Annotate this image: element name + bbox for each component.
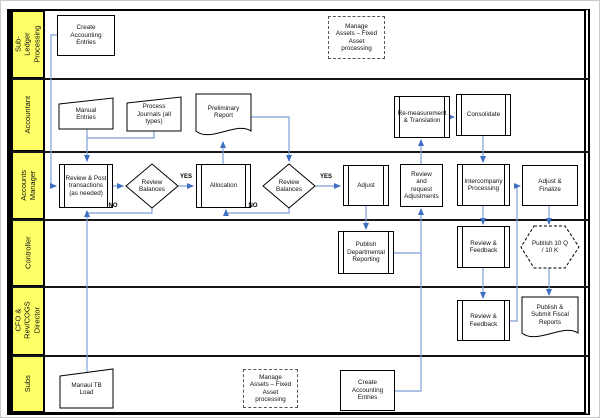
node-label: Publish Departmental Reporting [347, 241, 385, 264]
lane-divider-1 [12, 78, 589, 80]
diagram-frame [7, 9, 590, 415]
node-subledger-create-entries: Create Accounting Entries [57, 15, 115, 56]
node-label: Review & Feedback [469, 239, 498, 254]
lane-label-text: Sub-Ledger Processing [13, 25, 42, 64]
node-publish-departmental-reporting: Publish Departmental Reporting [338, 231, 394, 274]
node-label: Consolidate [466, 111, 501, 119]
lane-label-text: Accounts Manager [18, 169, 38, 201]
node-label: Review & Feedback [469, 313, 498, 328]
node-remeasurement-translation: Re-measurement & Translation [394, 96, 450, 138]
node-label-process-journals: Process Journals (all types) [137, 103, 171, 126]
edge-label-yes-1: YES [179, 174, 192, 180]
lane-divider-2 [12, 151, 589, 153]
node-consolidate: Consolidate [456, 94, 511, 136]
lane-label-accounts-manager: Accounts Manager [12, 151, 44, 219]
node-label-preliminary-report: Preliminary Report [207, 104, 240, 119]
lane-divider-3 [12, 219, 589, 221]
node-label: Review and request Adjustments [404, 170, 439, 200]
node-label: Adjust & Finalize [538, 178, 562, 193]
lane-label-controller: Controller [12, 219, 44, 286]
node-label-manaul-tb-load: Manaul TB Load [71, 381, 102, 396]
lane-divider-5 [12, 355, 589, 357]
lane-label-text: Subs [23, 374, 33, 393]
node-label: Adjust [357, 181, 375, 189]
node-label-publish-fiscal: Publish & Submit Fiscal Reports [531, 303, 569, 326]
node-label: Review & Post transactions (as needed) [65, 174, 107, 197]
node-label: Re-measurement & Translation [397, 109, 447, 124]
lane-label-text: CFO & Rev/COGS Director [13, 301, 42, 340]
lane-label-accountant: Accountant [12, 78, 44, 151]
node-review-feedback-cfo: Review & Feedback [457, 300, 510, 341]
node-allocation: Allocation [196, 164, 251, 208]
edge-label-no-2: NO [248, 203, 258, 209]
lane-label-text: Accountant [23, 95, 33, 134]
node-label: Allocation [209, 182, 238, 190]
edge-label-no-1: NO [108, 203, 118, 209]
lane-label-text: Controller [23, 236, 33, 269]
node-adjust: Adjust [343, 165, 389, 206]
lane-column-divider [44, 11, 45, 412]
node-label: Manage Assets – Fixed Asset processing [335, 22, 378, 52]
node-label: Create Accounting Entries [70, 24, 102, 47]
node-label-review-balances-2: Review Balances [276, 178, 302, 193]
lane-label-cfo-revcogs-director: CFO & Rev/COGS Director [12, 286, 44, 355]
node-manage-assets-top: Manage Assets – Fixed Asset processing [328, 16, 385, 59]
node-review-request-adjustments: Review and request Adjustments [400, 164, 443, 207]
node-label-manual-entries: Manual Entries [75, 106, 97, 121]
node-adjust-finalize: Adjust & Finalize [522, 165, 578, 206]
lane-label-subledger-processing: Sub-Ledger Processing [12, 11, 44, 78]
node-label: Create Accounting Entries [351, 379, 384, 402]
node-review-feedback-controller: Review & Feedback [457, 226, 510, 268]
node-subs-create-entries: Create Accounting Entries [340, 370, 395, 411]
node-label-review-balances-1: Review Balances [139, 178, 165, 193]
node-label: Intercompany Processing [464, 177, 503, 192]
node-intercompany-processing: Intercompany Processing [457, 164, 510, 206]
edge-label-yes-2: YES [319, 174, 332, 180]
node-review-post-transactions: Review & Post transactions (as needed) [59, 164, 113, 208]
node-label: Manage Assets – Fixed Asset processing [249, 373, 292, 403]
node-label-publish-10q: Publish 10 Q / 10 K [531, 239, 569, 254]
lane-label-subs: Subs [12, 355, 44, 412]
lane-divider-4 [12, 286, 589, 288]
node-manage-assets-bottom: Manage Assets – Fixed Asset processing [243, 369, 298, 408]
